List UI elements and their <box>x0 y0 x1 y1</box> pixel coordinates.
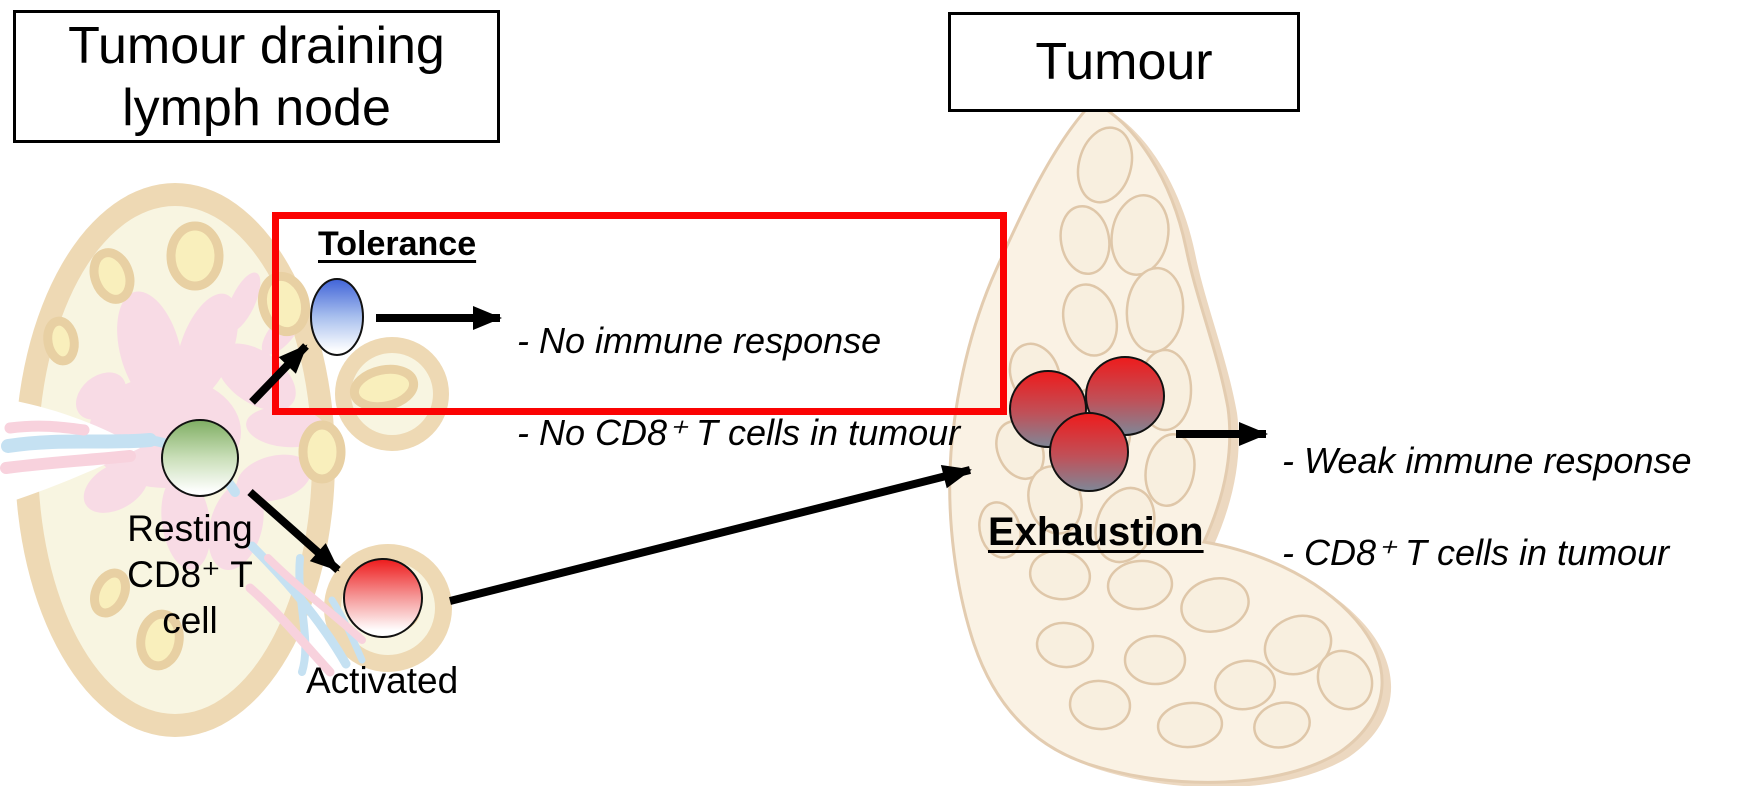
tolerant-t-cell <box>310 278 364 356</box>
tumour-lobules <box>978 126 1374 749</box>
outcome-bullet-2: - CD8⁺ T cells in tumour <box>1282 532 1670 573</box>
node-vessels <box>0 420 366 677</box>
tolerance-bullet-1: - No immune response <box>517 320 882 361</box>
arrow-resting-to-tolerance <box>249 343 309 405</box>
tolerance-highlight-box <box>272 212 1007 415</box>
arrow-activated-to-tumour <box>449 464 972 605</box>
tolerance-bullet-2: - No CD8⁺ T cells in tumour <box>517 412 961 453</box>
resting-t-cell <box>161 419 239 497</box>
tolerance-bullets: - No immune response - No CD8⁺ T cells i… <box>517 272 960 502</box>
activated-cell-label: Activated <box>306 660 459 701</box>
tumour-outcome-bullets: - Weak immune response - CD8⁺ T cells in… <box>1282 392 1692 622</box>
exhausted-t-cells <box>1009 356 1165 492</box>
arrows <box>247 306 1268 605</box>
activated-t-cell <box>343 558 423 638</box>
exhaustion-heading: Exhaustion <box>988 510 1204 554</box>
tolerance-heading: Tolerance <box>318 225 477 263</box>
tumour-illustration <box>948 100 1392 786</box>
outcome-bullet-1: - Weak immune response <box>1282 440 1692 481</box>
arrow-resting-to-activated <box>247 489 341 573</box>
exhausted-t-cell <box>1049 412 1129 492</box>
lymph-node-panel-title: Tumour draining lymph node <box>13 10 500 143</box>
resting-cell-label: Resting CD8⁺ T cell <box>127 508 253 641</box>
tumour-panel-title: Tumour <box>948 12 1300 112</box>
